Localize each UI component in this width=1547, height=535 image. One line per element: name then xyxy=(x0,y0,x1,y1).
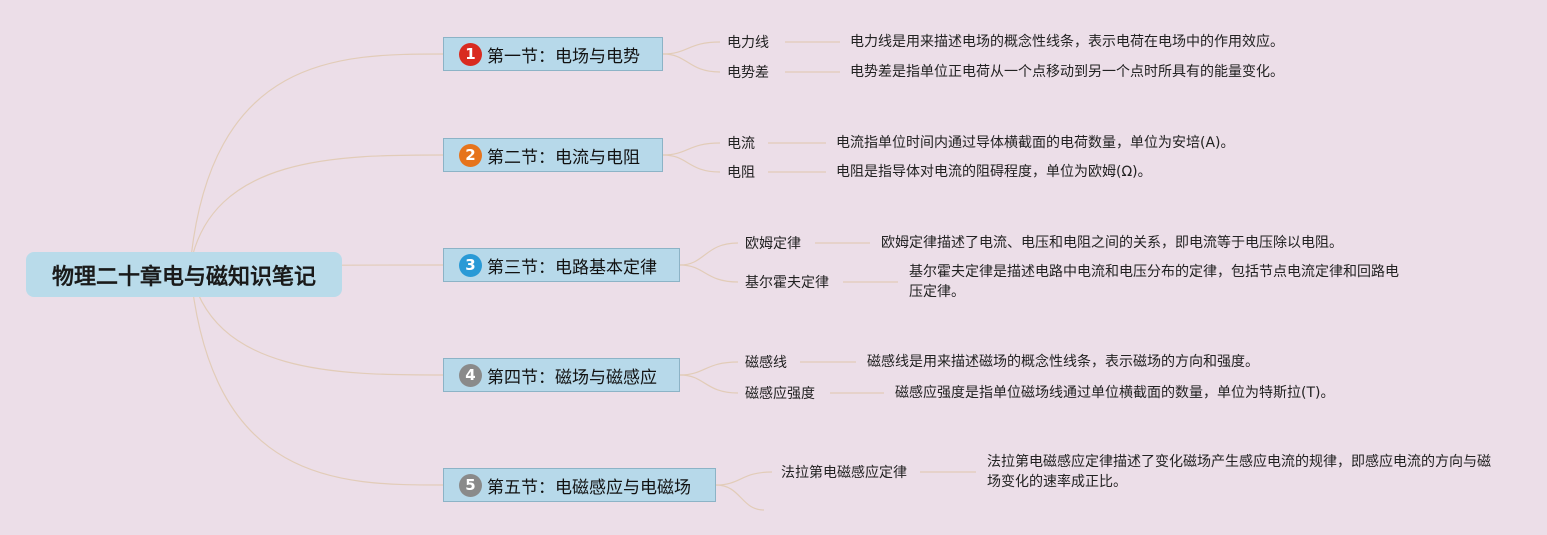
section-2-node[interactable]: 2 第二节：电流与电阻 xyxy=(443,138,663,172)
section-1-branch-1 xyxy=(662,41,721,55)
s1-term-2[interactable]: 电势差 xyxy=(727,65,769,81)
section-1-node[interactable]: 1 第一节：电场与电势 xyxy=(443,37,663,71)
root-connector-1 xyxy=(189,53,444,268)
section-3-branch-2 xyxy=(679,264,739,283)
s4-desc-1: 磁感线是用来描述磁场的概念性线条，表示磁场的方向和强度。 xyxy=(867,354,1259,370)
root-connector-5 xyxy=(189,266,444,486)
s1-desc-1: 电力线是用来描述电场的概念性线条，表示电荷在电场中的作用效应。 xyxy=(850,34,1284,50)
section-2-branch-1 xyxy=(662,142,721,156)
section-4-label: 第四节：磁场与磁感应 xyxy=(487,367,657,388)
section-5-branch-1 xyxy=(715,471,773,486)
section-3-branch-1 xyxy=(679,242,739,266)
section-5-branch-2 xyxy=(715,484,765,511)
section-1-label: 第一节：电场与电势 xyxy=(487,46,640,67)
s5-term-1[interactable]: 法拉第电磁感应定律 xyxy=(781,465,907,481)
s3-desc-1: 欧姆定律描述了电流、电压和电阻之间的关系，即电流等于电压除以电阻。 xyxy=(881,235,1343,251)
section-5-label: 第五节：电磁感应与电磁场 xyxy=(487,477,691,498)
section-4-branch-2 xyxy=(679,374,739,394)
s2-desc-1: 电流指单位时间内通过导体横截面的电荷数量，单位为安培(A)。 xyxy=(836,135,1235,151)
s4-term-1[interactable]: 磁感线 xyxy=(745,355,787,371)
s4-term-2[interactable]: 磁感应强度 xyxy=(745,386,815,402)
s3-term-2[interactable]: 基尔霍夫定律 xyxy=(745,275,829,291)
section-3-badge: 3 xyxy=(459,253,482,277)
section-1-branch-2 xyxy=(662,53,721,73)
s1-desc-2: 电势差是指单位正电荷从一个点移动到另一个点时所具有的能量变化。 xyxy=(850,64,1284,80)
root-connector-4 xyxy=(189,266,444,376)
s5-desc-1: 法拉第电磁感应定律描述了变化磁场产生感应电流的规律，即感应电流的方向与磁场变化的… xyxy=(987,454,1491,490)
section-2-label: 第二节：电流与电阻 xyxy=(487,147,640,168)
s2-term-2[interactable]: 电阻 xyxy=(727,165,755,181)
section-3-node[interactable]: 3 第三节：电路基本定律 xyxy=(443,248,680,282)
root-topic[interactable]: 物理二十章电与磁知识笔记 xyxy=(26,252,342,297)
s3-term-1[interactable]: 欧姆定律 xyxy=(745,236,801,252)
section-2-branch-2 xyxy=(662,154,721,173)
s2-term-1[interactable]: 电流 xyxy=(727,136,755,152)
root-connector-2 xyxy=(189,154,444,268)
section-5-badge: 5 xyxy=(459,473,482,497)
s2-desc-2: 电阻是指导体对电流的阻碍程度，单位为欧姆(Ω)。 xyxy=(836,164,1152,180)
section-4-badge: 4 xyxy=(459,363,482,387)
section-1-badge: 1 xyxy=(459,42,482,66)
s3-desc-2: 基尔霍夫定律是描述电路中电流和电压分布的定律，包括节点电流定律和回路电压定律。 xyxy=(909,264,1399,300)
s1-term-1[interactable]: 电力线 xyxy=(727,35,769,51)
s4-desc-2: 磁感应强度是指单位磁场线通过单位横截面的数量，单位为特斯拉(T)。 xyxy=(895,385,1335,401)
section-4-node[interactable]: 4 第四节：磁场与磁感应 xyxy=(443,358,680,392)
section-5-node[interactable]: 5 第五节：电磁感应与电磁场 xyxy=(443,468,716,502)
section-3-label: 第三节：电路基本定律 xyxy=(487,257,657,278)
section-2-badge: 2 xyxy=(459,143,482,167)
section-4-branch-1 xyxy=(679,361,739,376)
